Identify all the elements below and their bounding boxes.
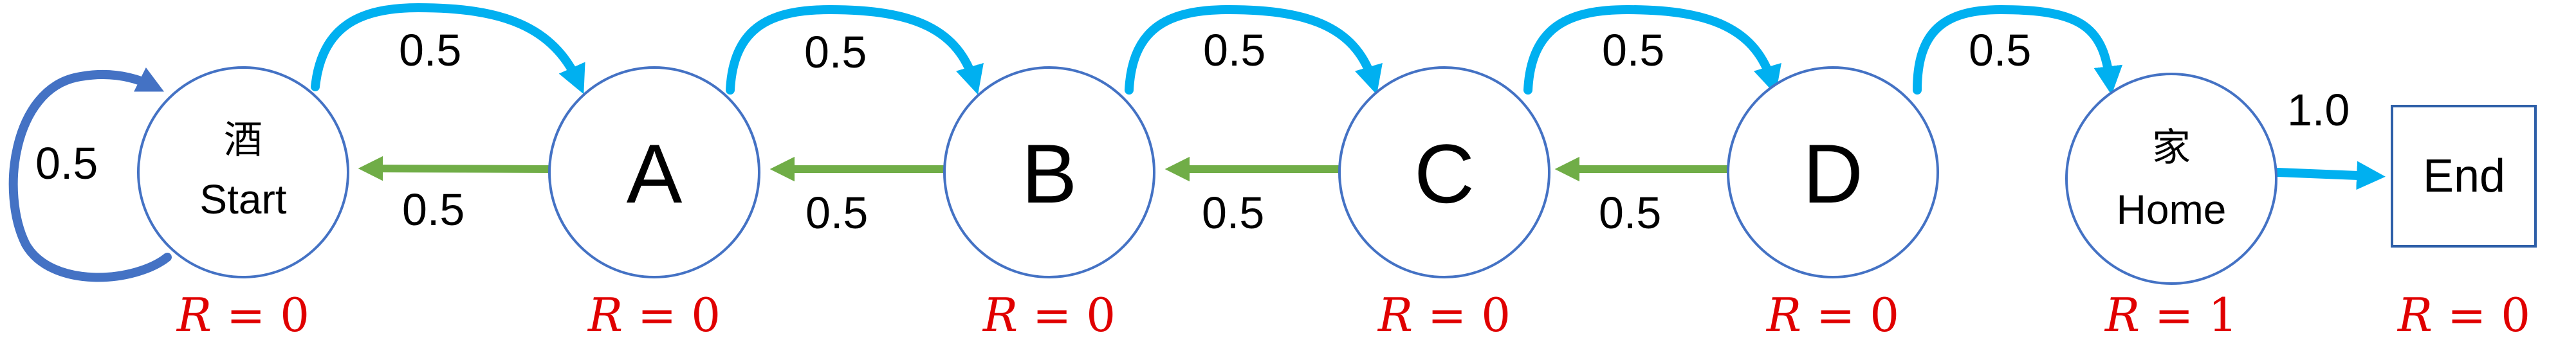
c-label: C bbox=[1414, 127, 1475, 221]
arrow-b-to-c bbox=[1125, 5, 1383, 95]
arrow-home-to-end bbox=[2273, 161, 2386, 190]
arrow-a-to-start bbox=[358, 156, 553, 181]
d-label: D bbox=[1803, 127, 1863, 221]
a-label: A bbox=[627, 127, 683, 221]
prob-c-to-d: 0.5 bbox=[1602, 25, 1664, 75]
prob-b-to-a: 0.5 bbox=[805, 188, 868, 238]
self-loop-arrow-start bbox=[8, 67, 172, 282]
reward-start: R = 0 bbox=[176, 288, 309, 342]
prob-a-to-b: 0.5 bbox=[804, 27, 867, 77]
prob-a-to-start: 0.5 bbox=[402, 185, 465, 235]
prob-d-to-home: 0.5 bbox=[1969, 25, 2031, 75]
node-b: B bbox=[943, 66, 1155, 278]
node-d: D bbox=[1727, 66, 1939, 278]
prob-c-to-b: 0.5 bbox=[1202, 188, 1264, 238]
node-c: C bbox=[1338, 66, 1550, 278]
reward-a: R = 0 bbox=[587, 288, 721, 342]
prob-self-start: 0.5 bbox=[35, 138, 98, 188]
prob-start-to-a: 0.5 bbox=[399, 25, 461, 75]
reward-c: R = 0 bbox=[1377, 288, 1511, 342]
reward-d: R = 0 bbox=[1765, 288, 1899, 342]
arrow-c-to-d bbox=[1523, 5, 1781, 95]
reward-end: R = 0 bbox=[2397, 288, 2530, 342]
prob-b-to-c: 0.5 bbox=[1203, 25, 1265, 75]
node-a: A bbox=[548, 66, 760, 278]
prob-home-to-end: 1.0 bbox=[2287, 85, 2350, 135]
prob-d-to-c: 0.5 bbox=[1599, 188, 1661, 238]
arrow-a-to-b bbox=[726, 5, 984, 95]
start-glyph: 酒 bbox=[224, 118, 262, 163]
start-label: Start bbox=[199, 176, 286, 222]
end-label: End bbox=[2423, 150, 2505, 202]
arrow-start-to-a bbox=[311, 3, 585, 95]
node-home: 家 Home bbox=[2065, 73, 2277, 285]
arrow-d-to-home bbox=[1913, 5, 2123, 95]
home-glyph: 家 bbox=[2152, 125, 2191, 170]
reward-home: R = 1 bbox=[2104, 288, 2238, 342]
node-start: 酒 Start bbox=[137, 66, 349, 278]
b-label: B bbox=[1022, 127, 1078, 221]
home-label: Home bbox=[2117, 186, 2227, 233]
reward-b: R = 0 bbox=[982, 288, 1116, 342]
node-end: End bbox=[2391, 105, 2537, 248]
